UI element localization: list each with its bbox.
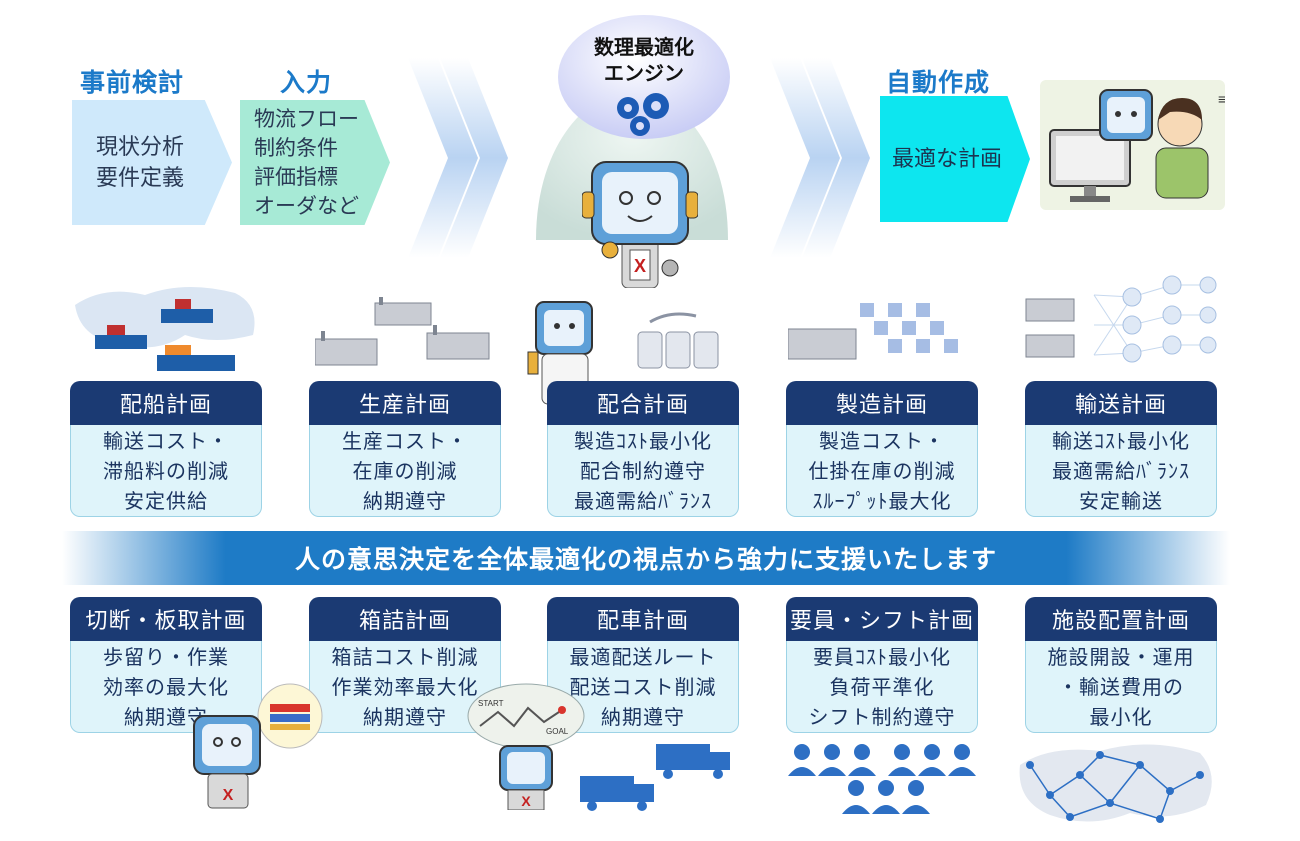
- card-cutting-plan: 切断・板取計画 歩留り・作業 効率の最大化 納期遵守: [70, 597, 262, 733]
- card-body: 歩留り・作業 効率の最大化 納期遵守: [70, 641, 262, 733]
- card-line: 製造ｺｽﾄ最小化: [574, 428, 712, 453]
- card-title: 生産計画: [309, 381, 501, 425]
- card-title: 要員・シフト計画: [786, 597, 978, 641]
- card-body: 生産コスト・ 在庫の削減 納期遵守: [309, 425, 501, 517]
- card-body: 輸送コスト・ 滞船料の削減 安定供給: [70, 425, 262, 517]
- card-line: 輸送コスト・: [103, 428, 229, 453]
- step-line: 要件定義: [96, 165, 185, 191]
- robot-route-icon: START GOAL X: [467, 683, 585, 810]
- step-line: 評価指標: [254, 164, 338, 189]
- card-production-plan: 生産計画 生産コスト・ 在庫の削減 納期遵守: [309, 381, 501, 517]
- card-title: 配車計画: [547, 597, 739, 641]
- card-line: 安定供給: [124, 488, 208, 513]
- card-line: 製造コスト・: [819, 428, 945, 453]
- card-manufacturing-plan: 製造計画 製造コスト・ 仕掛在庫の削減 ｽﾙｰﾌﾟｯﾄ最大化: [786, 381, 978, 517]
- card-title: 製造計画: [786, 381, 978, 425]
- card-line: 負荷平準化: [829, 674, 935, 699]
- step-title: 事前検討: [80, 68, 185, 97]
- card-line: 作業効率最大化: [331, 674, 479, 699]
- card-title: 配合計画: [547, 381, 739, 425]
- card-line: 仕掛在庫の削減: [808, 458, 956, 483]
- card-line: ｽﾙｰﾌﾟｯﾄ最大化: [812, 488, 952, 513]
- step-title: 入力: [280, 68, 333, 97]
- svg-text:X: X: [223, 787, 234, 804]
- card-line: 納期遵守: [363, 488, 447, 513]
- card-transport-plan: 輸送計画 輸送ｺｽﾄ最小化 最適需給ﾊﾞﾗﾝｽ 安定輸送: [1025, 381, 1217, 517]
- card-line: 配合制約遵守: [580, 458, 706, 483]
- card-line: 安定輸送: [1079, 488, 1163, 513]
- card-title: 配船計画: [70, 381, 262, 425]
- card-title: 切断・板取計画: [70, 597, 262, 641]
- step-line: 最適な計画: [892, 146, 1003, 172]
- maze-goal-label: GOAL: [546, 727, 569, 736]
- step-line: 物流フロー: [254, 106, 359, 131]
- step-line: 現状分析: [96, 134, 185, 160]
- step-title: 自動作成: [886, 68, 991, 97]
- card-line: 要員ｺｽﾄ最小化: [813, 644, 951, 669]
- svg-text:≡: ≡: [1218, 91, 1225, 107]
- card-body: 製造コスト・ 仕掛在庫の削減 ｽﾙｰﾌﾟｯﾄ最大化: [786, 425, 978, 517]
- card-line: 在庫の削減: [352, 458, 458, 483]
- robot-mascot-icon: X: [582, 161, 698, 288]
- maze-start-label: START: [478, 699, 504, 708]
- card-line: シフト制約遵守: [808, 704, 956, 729]
- card-line: 最小化: [1089, 704, 1153, 729]
- step-box: 最適な計画: [880, 96, 1030, 222]
- card-line: 配送コスト削減: [569, 674, 717, 699]
- card-blend-plan: 配合計画 製造ｺｽﾄ最小化 配合制約遵守 最適需給ﾊﾞﾗﾝｽ: [547, 381, 739, 517]
- step-box: 現状分析 要件定義: [72, 100, 232, 225]
- chevron-arrows-left: [408, 58, 508, 258]
- card-title: 箱詰計画: [309, 597, 501, 641]
- card-body: 施設開設・運用 ・輸送費用の 最小化: [1025, 641, 1217, 733]
- card-body: 製造ｺｽﾄ最小化 配合制約遵守 最適需給ﾊﾞﾗﾝｽ: [547, 425, 739, 517]
- engine-label-line: 数理最適化: [594, 35, 694, 59]
- card-line: 輸送ｺｽﾄ最小化: [1052, 428, 1190, 453]
- card-line: 施設開設・運用: [1047, 644, 1195, 669]
- step-line: 制約条件: [254, 135, 338, 160]
- engine-label: 数理最適化 エンジン: [574, 34, 714, 86]
- ships-map-icon: [75, 286, 255, 371]
- network-map-icon: [1019, 744, 1212, 823]
- engine-circle: [558, 15, 730, 139]
- robot-cutting-icon: X: [193, 683, 323, 809]
- card-shift-plan: 要員・シフト計画 要員ｺｽﾄ最小化 負荷平準化 シフト制約遵守: [786, 597, 978, 733]
- svg-text:X: X: [521, 793, 531, 809]
- card-line: 最適配送ルート: [569, 644, 717, 669]
- card-line: 最適需給ﾊﾞﾗﾝｽ: [1052, 458, 1190, 483]
- svg-text:X: X: [634, 256, 646, 276]
- gears-icon: [617, 93, 669, 136]
- card-title: 施設配置計画: [1025, 597, 1217, 641]
- card-line: 効率の最大化: [103, 674, 229, 699]
- card-line: 滞船料の削減: [103, 458, 229, 483]
- card-ship-plan: 配船計画 輸送コスト・ 滞船料の削減 安定供給: [70, 381, 262, 517]
- chevron-arrows-right: [770, 58, 870, 258]
- card-title: 輸送計画: [1025, 381, 1217, 425]
- people-group-icon: [788, 744, 976, 814]
- card-line: 生産コスト・: [342, 428, 468, 453]
- factory-network-icon: [788, 303, 958, 360]
- card-facility-plan: 施設配置計画 施設開設・運用 ・輸送費用の 最小化: [1025, 597, 1217, 733]
- step-line: オーダなど: [254, 193, 359, 218]
- factories-icon: [315, 297, 490, 366]
- card-line: 納期遵守: [363, 704, 447, 729]
- support-banner: 人の意思決定を全体最適化の視点から強力に支援いたします: [62, 531, 1230, 585]
- card-line: 箱詰コスト削減: [331, 644, 479, 669]
- neural-network-icon: [1025, 275, 1217, 363]
- card-line: ・輸送費用の: [1058, 674, 1184, 699]
- step-box: 物流フロー 制約条件 評価指標 オーダなど: [240, 100, 390, 225]
- computer-user-illustration: ≡: [1040, 80, 1225, 210]
- trucks-icon: [580, 744, 730, 811]
- card-body: 輸送ｺｽﾄ最小化 最適需給ﾊﾞﾗﾝｽ 安定輸送: [1025, 425, 1217, 517]
- card-body: 要員ｺｽﾄ最小化 負荷平準化 シフト制約遵守: [786, 641, 978, 733]
- card-line: 最適需給ﾊﾞﾗﾝｽ: [574, 488, 712, 513]
- card-line: 歩留り・作業: [103, 644, 229, 669]
- card-line: 納期遵守: [601, 704, 685, 729]
- engine-label-line: エンジン: [604, 61, 684, 85]
